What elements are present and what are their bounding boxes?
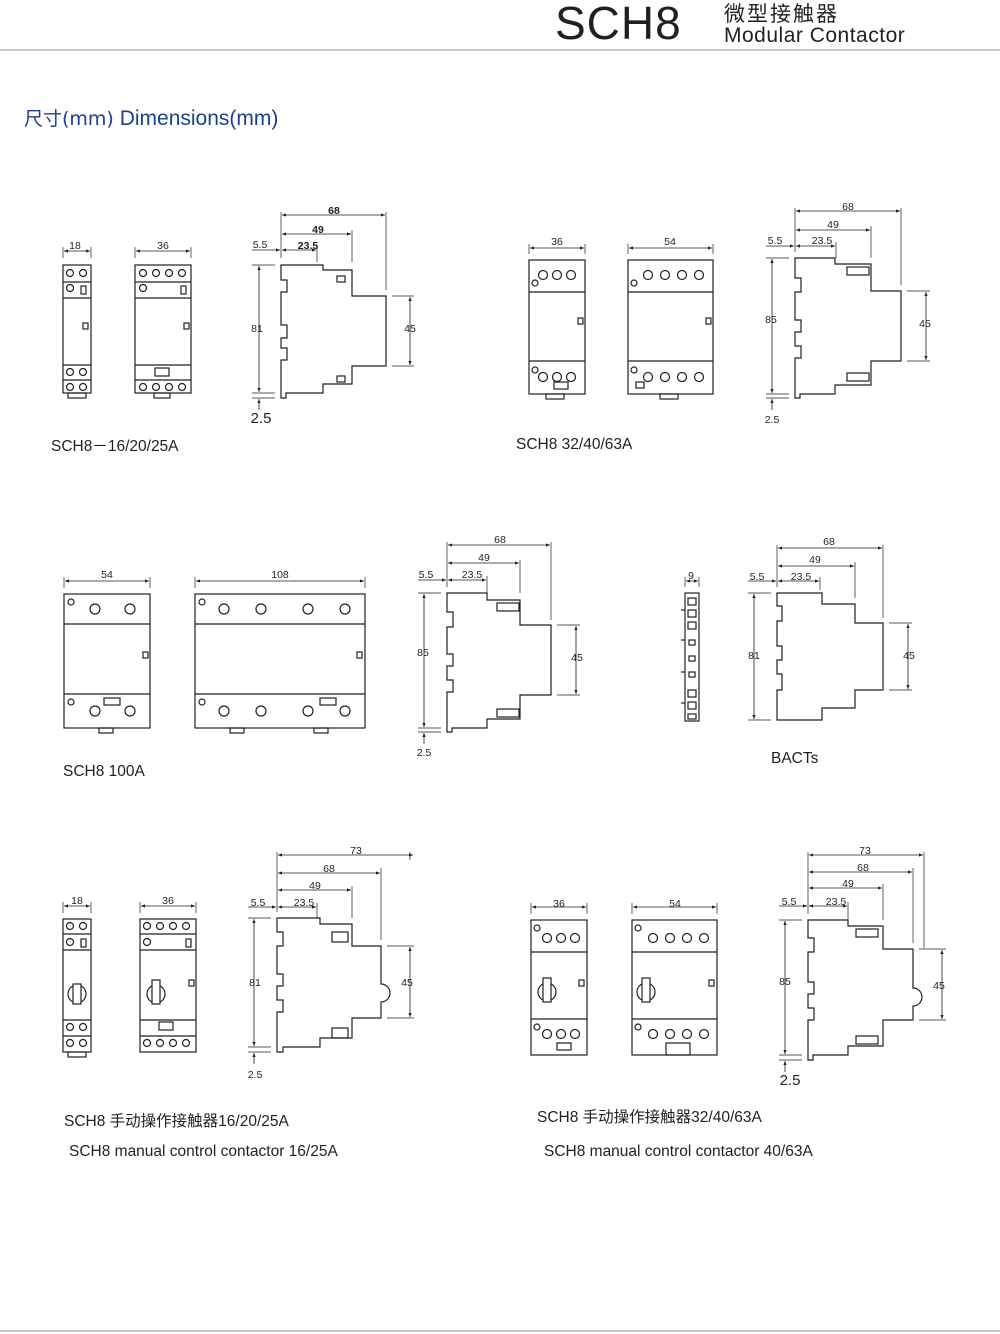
dim-f6-d68: 68 bbox=[857, 862, 869, 874]
fig-sch8-100a-front-4p bbox=[194, 593, 366, 734]
fig-sch8-16a-front-2p bbox=[134, 264, 192, 399]
fig-sch8-32a-front-2p bbox=[528, 259, 586, 400]
dim-f6-w36: 36 bbox=[553, 898, 565, 910]
dim-f4-d235: 23.5 bbox=[791, 571, 812, 583]
dim-f5-w36: 36 bbox=[162, 895, 174, 907]
dim-f4-h45: 45 bbox=[903, 650, 915, 662]
dim-f6-d235: 23.5 bbox=[826, 896, 847, 908]
dim-f6-d73: 73 bbox=[859, 845, 871, 857]
fig-bacts-side bbox=[748, 545, 912, 721]
dim-f3-d235: 23.5 bbox=[462, 569, 483, 581]
dim-f4-w9: 9 bbox=[688, 570, 694, 582]
fig-manual-32a-front-2p bbox=[530, 903, 588, 1056]
fig-manual-16a-side bbox=[248, 852, 414, 1064]
dim-f1-w36: 36 bbox=[157, 240, 169, 252]
dim-f3-h85: 85 bbox=[417, 647, 429, 659]
caption-manual-16a-cn: SCH8 手动操作接触器16/20/25A bbox=[64, 1109, 289, 1131]
dim-f1-w18: 18 bbox=[69, 240, 81, 252]
caption-manual-32a-cn: SCH8 手动操作接触器32/40/63A bbox=[537, 1105, 762, 1127]
fig-sch8-16a-front-1p bbox=[62, 264, 92, 399]
fig-manual-16a-front-2p bbox=[139, 902, 197, 1053]
dim-f4-d49: 49 bbox=[809, 554, 821, 566]
fig-manual-16a-front-1p bbox=[62, 902, 92, 1058]
caption-manual-32a-cn-text: 手动操作接触器 bbox=[582, 1108, 692, 1126]
dim-f6-d55: 5.5 bbox=[782, 896, 797, 908]
dim-f5-d235: 23.5 bbox=[294, 897, 315, 909]
dim-f1-d68: 68 bbox=[328, 205, 340, 217]
dim-f5-w18: 18 bbox=[71, 895, 83, 907]
dim-f1-h81: 81 bbox=[251, 323, 263, 335]
dim-f6-r25: 2.5 bbox=[780, 1072, 801, 1089]
dim-f1-h45: 45 bbox=[404, 323, 416, 335]
caption-manual-32a-suffix: 32/40/63A bbox=[691, 1109, 762, 1126]
dim-f2-w54: 54 bbox=[664, 236, 676, 248]
dim-f2-d235: 23.5 bbox=[812, 235, 833, 247]
footer-divider bbox=[0, 1330, 1000, 1332]
section-title: 尺寸(mm) Dimensions(mm) bbox=[24, 104, 278, 131]
dim-f5-d55: 5.5 bbox=[251, 897, 266, 909]
dim-f2-w36: 36 bbox=[551, 236, 563, 248]
caption-sch8-16a: SCH8－16/20/25A bbox=[51, 438, 179, 455]
dim-f1-d49: 49 bbox=[312, 224, 324, 236]
caption-bacts: BACTs bbox=[771, 750, 819, 767]
dim-f5-d73: 73 bbox=[350, 845, 362, 857]
dim-f4-d55: 5.5 bbox=[750, 571, 765, 583]
dim-f5-d49: 49 bbox=[309, 880, 321, 892]
dim-f3-d55: 5.5 bbox=[419, 569, 434, 581]
dim-f6-w54: 54 bbox=[669, 898, 681, 910]
dim-f3-d49: 49 bbox=[478, 552, 490, 564]
fig-sch8-100a-side bbox=[63, 542, 580, 744]
dim-f2-d55: 5.5 bbox=[768, 235, 783, 247]
dim-f2-d68: 68 bbox=[842, 201, 854, 213]
header-title-en: Modular Contactor bbox=[724, 24, 906, 47]
section-title-cn: 尺寸(mm) bbox=[24, 108, 114, 130]
dim-f1-d235: 23.5 bbox=[298, 240, 319, 252]
fig-bacts-front bbox=[681, 577, 700, 722]
dim-f5-h45: 45 bbox=[401, 977, 413, 989]
caption-manual-16a-suffix: 16/20/25A bbox=[218, 1113, 289, 1130]
dim-f4-d68: 68 bbox=[823, 536, 835, 548]
fig-manual-32a-front-4p bbox=[631, 903, 718, 1056]
fig-sch8-16a-side bbox=[62, 212, 414, 410]
dim-f6-h85: 85 bbox=[779, 976, 791, 988]
dim-f2-h45: 45 bbox=[919, 318, 931, 330]
dim-f3-w54: 54 bbox=[101, 569, 113, 581]
header-divider bbox=[0, 49, 1000, 51]
dim-f2-h85: 85 bbox=[765, 314, 777, 326]
section-title-en: Dimensions(mm) bbox=[119, 107, 279, 130]
caption-manual-16a-prefix: SCH8 bbox=[64, 1113, 110, 1130]
fig-sch8-32a-side bbox=[528, 208, 930, 410]
dim-f1-d55: 5.5 bbox=[253, 239, 268, 251]
dim-f1-r25: 2.5 bbox=[251, 410, 272, 427]
dim-f6-h45: 45 bbox=[933, 980, 945, 992]
dim-f4-h81: 81 bbox=[748, 650, 760, 662]
dim-f5-h81: 81 bbox=[249, 977, 261, 989]
dim-f2-r25: 2.5 bbox=[765, 414, 780, 426]
dim-f5-d68: 68 bbox=[323, 863, 335, 875]
dim-f5-r25: 2.5 bbox=[248, 1069, 263, 1081]
fig-sch8-100a-front-2p bbox=[63, 593, 151, 734]
dim-f6-d49: 49 bbox=[842, 878, 854, 890]
header-model: SCH8 bbox=[555, 0, 682, 49]
dim-f3-d68: 68 bbox=[494, 534, 506, 546]
dim-f2-d49: 49 bbox=[827, 219, 839, 231]
caption-manual-16a-cn-text: 手动操作接触器 bbox=[109, 1112, 219, 1130]
header-title-cn: 微型接触器 bbox=[724, 2, 839, 26]
fig-sch8-32a-front-4p bbox=[627, 259, 714, 400]
dim-f3-w108: 108 bbox=[271, 569, 289, 581]
caption-manual-32a-prefix: SCH8 bbox=[537, 1109, 583, 1126]
fig-manual-32a-side bbox=[779, 852, 946, 1072]
caption-sch8-32a: SCH8 32/40/63A bbox=[516, 436, 633, 453]
dim-f3-h45: 45 bbox=[571, 652, 583, 664]
caption-manual-40a-en: SCH8 manual control contactor 40/63A bbox=[544, 1143, 813, 1160]
caption-sch8-100a: SCH8 100A bbox=[63, 763, 145, 780]
caption-manual-16a-en: SCH8 manual control contactor 16/25A bbox=[69, 1143, 338, 1160]
dim-f3-r25: 2.5 bbox=[417, 747, 432, 759]
